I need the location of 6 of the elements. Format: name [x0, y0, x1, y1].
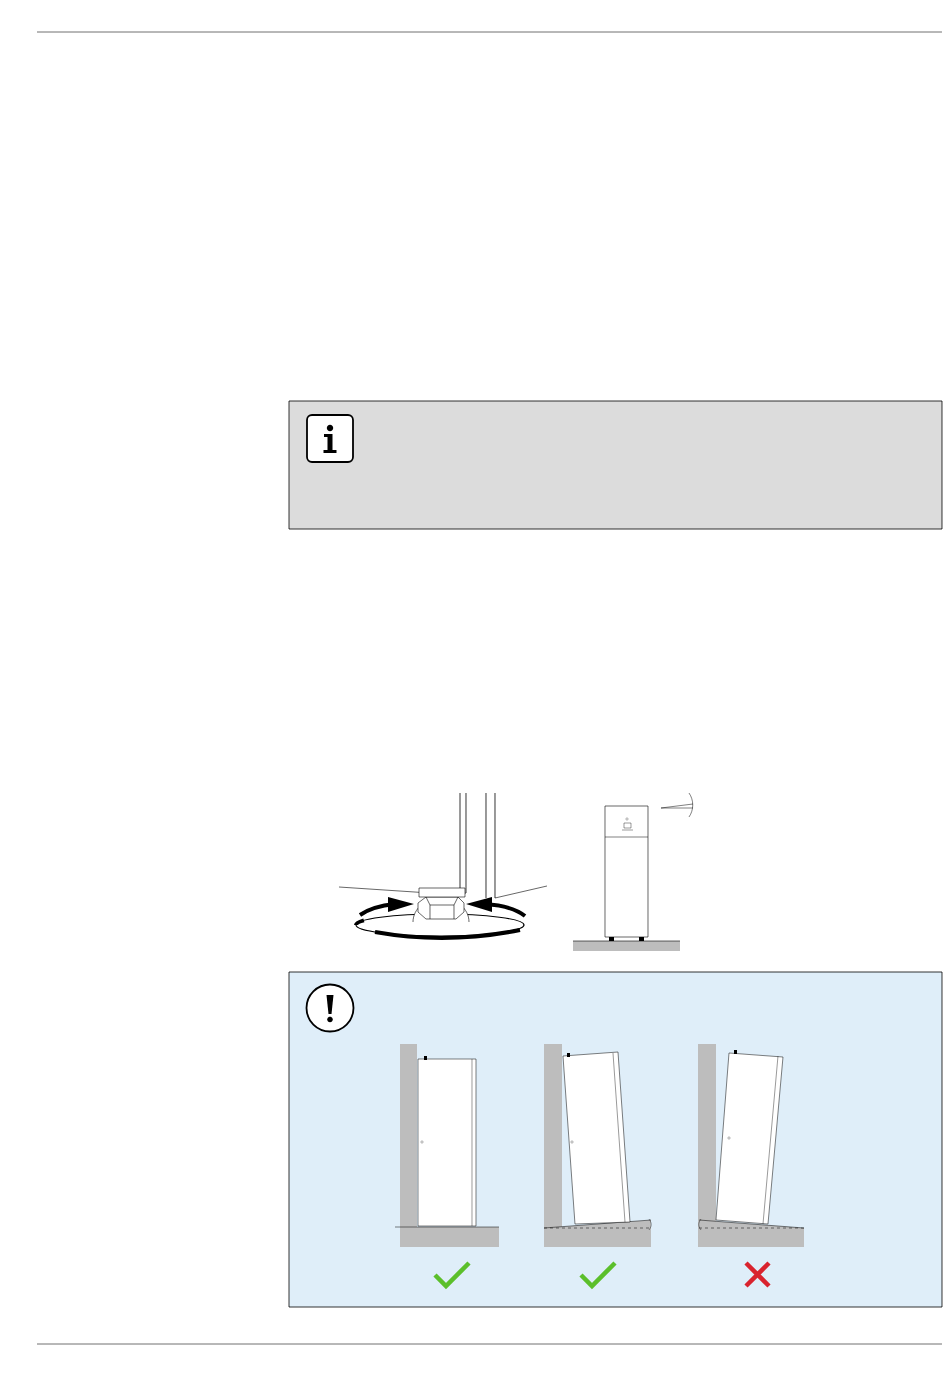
unit-on-floor-drawing	[698, 1044, 805, 1247]
unit-level-drawing	[572, 792, 694, 951]
unit-on-floor-drawing	[394, 1044, 500, 1247]
unit-on-floor-drawing	[543, 1044, 652, 1247]
note-panel	[288, 400, 943, 530]
foot-adjustment-drawing	[338, 792, 548, 940]
